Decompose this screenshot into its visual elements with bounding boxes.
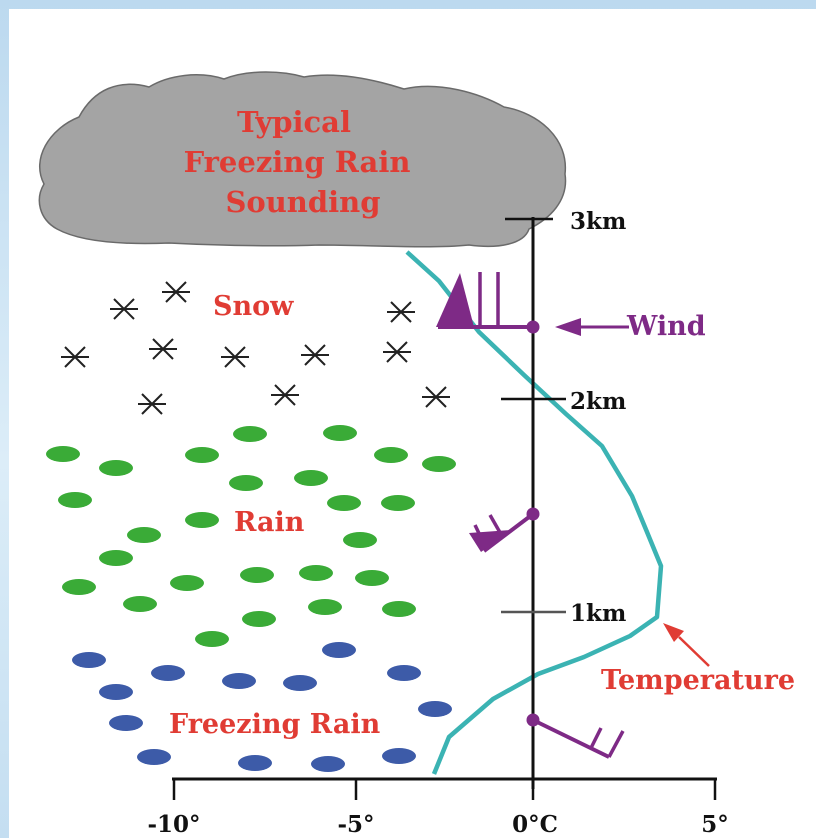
raindrop-icon — [283, 675, 317, 691]
raindrop-icon — [238, 755, 272, 771]
raindrop-icon — [343, 532, 377, 548]
wind-barb-top — [436, 272, 540, 334]
raindrop-icon — [185, 447, 219, 463]
wind-arrow — [555, 318, 629, 336]
arrow-icon — [555, 318, 581, 336]
snowflake-icon — [270, 384, 300, 406]
wind-barb-middle — [469, 507, 540, 553]
raindrop-icon — [355, 570, 389, 586]
snowflake-icon — [386, 301, 416, 323]
raindrop-icon — [374, 447, 408, 463]
snowflake-icon — [220, 346, 250, 368]
raindrop-icon — [170, 575, 204, 591]
temperature-line — [405, 250, 664, 775]
snowflake-icon — [148, 338, 178, 360]
xtick-label-minus10: -10° — [147, 811, 200, 838]
raindrop-icon — [382, 601, 416, 617]
wind-label: Wind — [626, 311, 706, 342]
raindrop-icon — [109, 715, 143, 731]
raindrop-icon — [222, 673, 256, 689]
freezing-rain-region — [72, 642, 452, 772]
raindrop-icon — [381, 495, 415, 511]
raindrop-icon — [151, 665, 185, 681]
diagram-panel: Typical Freezing Rain Sounding 3km 2km 1… — [9, 9, 816, 838]
snowflake-icon — [300, 344, 330, 366]
raindrop-icon — [322, 642, 356, 658]
raindrop-icon — [195, 631, 229, 647]
raindrop-icon — [46, 446, 80, 462]
xtick-label-minus5: -5° — [337, 811, 374, 838]
label-2km: 2km — [570, 388, 626, 415]
raindrop-icon — [323, 425, 357, 441]
raindrop-icon — [99, 684, 133, 700]
freezing-rain-label: Freezing Rain — [169, 709, 381, 740]
raindrop-icon — [308, 599, 342, 615]
cloud-title-line-3: Sounding — [225, 185, 380, 219]
snowflake-icon — [382, 341, 412, 363]
rain-label: Rain — [234, 507, 305, 538]
snowflake-icon — [137, 393, 167, 415]
raindrop-icon — [294, 470, 328, 486]
raindrop-icon — [387, 665, 421, 681]
raindrop-icon — [242, 611, 276, 627]
freezing-rain-sounding-diagram: Typical Freezing Rain Sounding 3km 2km 1… — [38, 71, 795, 838]
snowflake-icon — [161, 281, 191, 303]
raindrop-icon — [422, 456, 456, 472]
raindrop-icon — [299, 565, 333, 581]
raindrop-icon — [127, 527, 161, 543]
raindrop-icon — [72, 652, 106, 668]
wind-barb-bottom — [526, 713, 625, 759]
raindrop-icon — [327, 495, 361, 511]
raindrop-icon — [58, 492, 92, 508]
rain-region — [46, 425, 456, 647]
snow-label: Snow — [213, 291, 294, 322]
raindrop-icon — [229, 475, 263, 491]
raindrop-icon — [382, 748, 416, 764]
xtick-label-0: 0°C — [512, 811, 558, 838]
label-1km: 1km — [570, 600, 626, 627]
xtick-label-5: 5° — [701, 811, 729, 838]
raindrop-icon — [99, 550, 133, 566]
cloud-title-line-2: Freezing Rain — [184, 145, 411, 179]
raindrop-icon — [233, 426, 267, 442]
snowflake-icon — [60, 346, 90, 368]
cloud-icon — [38, 71, 567, 248]
temperature-label: Temperature — [601, 665, 795, 696]
snowflake-icon — [421, 386, 451, 408]
cloud-title-line-1: Typical — [237, 105, 351, 139]
raindrop-icon — [62, 579, 96, 595]
raindrop-icon — [123, 596, 157, 612]
arrow-icon — [663, 623, 684, 642]
raindrop-icon — [137, 749, 171, 765]
raindrop-icon — [418, 701, 452, 717]
label-3km: 3km — [570, 208, 626, 235]
temperature-arrow — [663, 623, 710, 667]
snowflake-icon — [109, 298, 139, 320]
wind-barb-icon — [436, 273, 474, 327]
raindrop-icon — [311, 756, 345, 772]
raindrop-icon — [99, 460, 133, 476]
raindrop-icon — [185, 512, 219, 528]
raindrop-icon — [240, 567, 274, 583]
